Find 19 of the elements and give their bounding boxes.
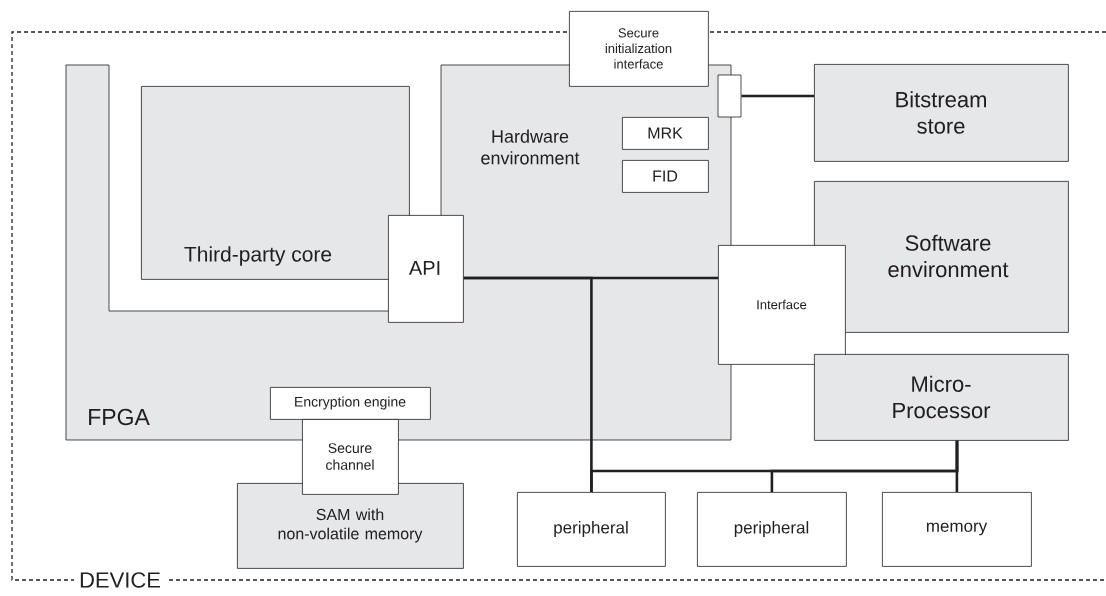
peripheral-box: peripheral: [517, 492, 666, 567]
interface-box: Interface: [718, 245, 846, 365]
memory-box: memory: [882, 492, 1032, 567]
api-box: API: [388, 215, 464, 323]
connector-line: [741, 94, 814, 98]
memory-box: SAM with non-volatile memory: [237, 483, 464, 569]
key-box: MRK: [622, 117, 709, 150]
processor-box: Micro- Processor: [814, 354, 1069, 441]
core-box: Third-party core: [141, 86, 410, 280]
connector-line: [955, 440, 959, 492]
connector-box: [717, 74, 742, 118]
channel-box: Secure channel: [302, 419, 399, 495]
engine-box: Encryption engine: [270, 387, 431, 420]
store-box: Bitstream store: [814, 64, 1069, 162]
environment-box: Software environment: [814, 181, 1069, 333]
node-label: DEVICE: [80, 572, 161, 588]
interface-box: Secure initialization interface: [569, 11, 709, 87]
peripheral-box: peripheral: [697, 492, 847, 567]
key-box: FID: [622, 160, 709, 193]
